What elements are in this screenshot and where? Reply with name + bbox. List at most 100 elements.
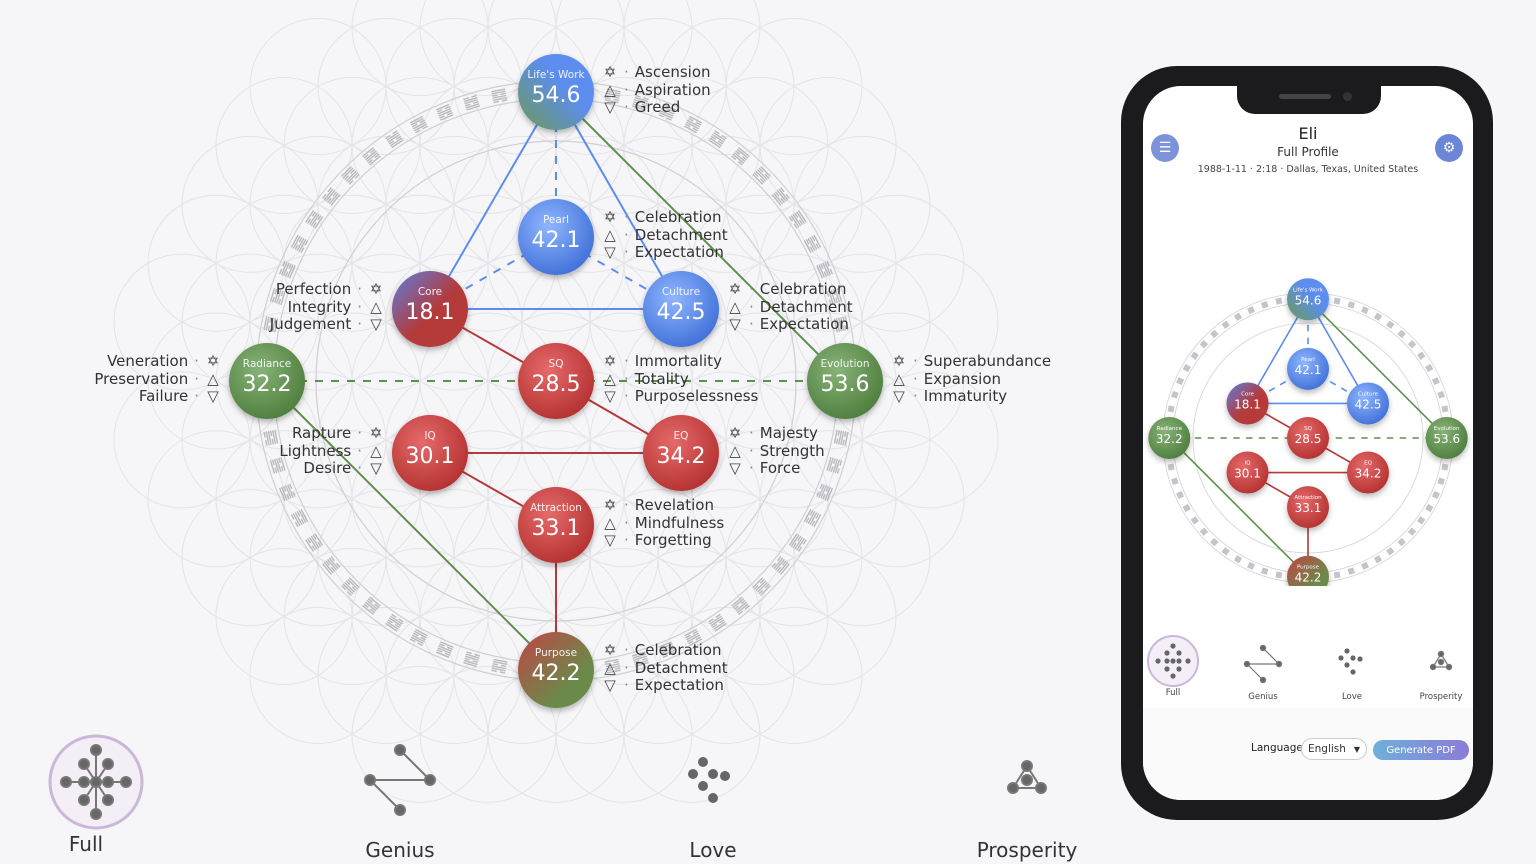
connection-line [1307, 298, 1448, 439]
gear-icon: ⚙ [1442, 140, 1456, 156]
mode-full[interactable]: Full [16, 732, 156, 856]
tag-text: Forgetting [634, 531, 712, 549]
tag-row: ▽·Immaturity [891, 387, 1051, 406]
triangle-down-icon: ▽ [370, 315, 382, 333]
hexagram-glyph [1182, 363, 1191, 373]
tag-text: Celebration [634, 208, 722, 226]
hexagram-glyph [1360, 561, 1369, 570]
separator: · [624, 496, 629, 514]
phone-mode-full[interactable]: Full [1143, 634, 1203, 698]
tag-row: △·Strength [727, 441, 824, 461]
tag-row: ✡·Celebration [727, 280, 853, 299]
language-select[interactable]: English ▼ [1301, 738, 1367, 760]
tags-eq: ✡·Majesty△·Strength▽·Force [727, 424, 825, 478]
mode-label: Love [1341, 692, 1363, 702]
mode-genius[interactable]: Genius [330, 740, 470, 862]
separator: · [357, 280, 362, 298]
generate-pdf-button[interactable]: Generate PDF [1373, 740, 1469, 760]
hexagram-glyph [491, 88, 508, 104]
tag-text: Celebration [759, 280, 847, 298]
tag-text: Purposelessness [634, 387, 759, 405]
hexagram-glyph [1441, 463, 1449, 471]
node-label: Evolution [1434, 426, 1460, 432]
separator: · [624, 658, 629, 677]
node-label: EQ [1364, 461, 1372, 467]
tag-text: Veneration [107, 352, 189, 370]
separator: · [194, 352, 199, 370]
tag-row: ▽·Expectation [727, 315, 853, 334]
hexagram-glyph [833, 316, 849, 333]
phone-mode-genius[interactable]: Genius [1233, 642, 1293, 702]
hexagram-glyph [463, 94, 481, 111]
node-value: 28.5 [1295, 432, 1322, 446]
separator: · [624, 513, 629, 532]
mode-love[interactable]: Love [643, 750, 783, 862]
node-value: 18.1 [1234, 397, 1261, 411]
node-label: SQ [1304, 426, 1312, 432]
separator: · [624, 98, 629, 116]
menu-button[interactable]: ☰ [1151, 134, 1179, 162]
hexagram-glyph [826, 456, 843, 474]
hexagram-glyph [1167, 405, 1175, 413]
triangle-up-icon: △ [729, 441, 741, 460]
tag-row: ▽·Expectation [602, 676, 728, 695]
node-value: 33.1 [1295, 501, 1322, 515]
tag-text: Detachment [634, 658, 728, 677]
phone-mode-love[interactable]: Love [1322, 642, 1382, 702]
hexagram-glyph [1210, 329, 1219, 339]
hexagram-glyph [1373, 555, 1383, 564]
hexagram-glyph [1275, 571, 1283, 579]
hexagram-glyph [1247, 306, 1256, 315]
hexagram-glyph [341, 166, 360, 185]
phone-mode-prosperity[interactable]: Prosperity [1411, 642, 1471, 702]
hexagram-glyph [362, 146, 381, 166]
triangle-down-icon: ▽ [604, 387, 616, 405]
tag-row: ✡·Celebration [602, 641, 728, 660]
love-icon [1338, 648, 1363, 675]
language-label: Language [1251, 742, 1303, 754]
separator: · [624, 676, 629, 694]
tag-row: ▽·Greed [602, 98, 711, 117]
tags-core: Perfection·✡Integrity·△Judgement·▽ [270, 280, 384, 334]
star-of-david-icon: ✡ [603, 496, 617, 514]
full-icon [48, 734, 144, 830]
tags-purpose: ✡·Celebration△·Detachment▽·Expectation [602, 641, 728, 695]
hexagram-glyph [435, 103, 454, 121]
node-value: 34.2 [657, 444, 706, 469]
hexagram-glyph [658, 641, 677, 659]
triangle-down-icon: ▽ [604, 676, 616, 694]
node-label: SQ [549, 358, 564, 370]
hexagram-glyph [435, 641, 454, 659]
connection-line [555, 91, 846, 382]
hexagram-glyph [385, 613, 404, 632]
tags-pearl: ✡·Celebration△·Detachment▽·Expectation [602, 208, 728, 262]
love-icon [688, 757, 730, 803]
settings-button[interactable]: ⚙ [1435, 134, 1463, 162]
mode-prosperity[interactable]: Prosperity [957, 752, 1097, 862]
triangle-down-icon: ▽ [893, 387, 905, 405]
hexagram-glyph [305, 210, 324, 229]
